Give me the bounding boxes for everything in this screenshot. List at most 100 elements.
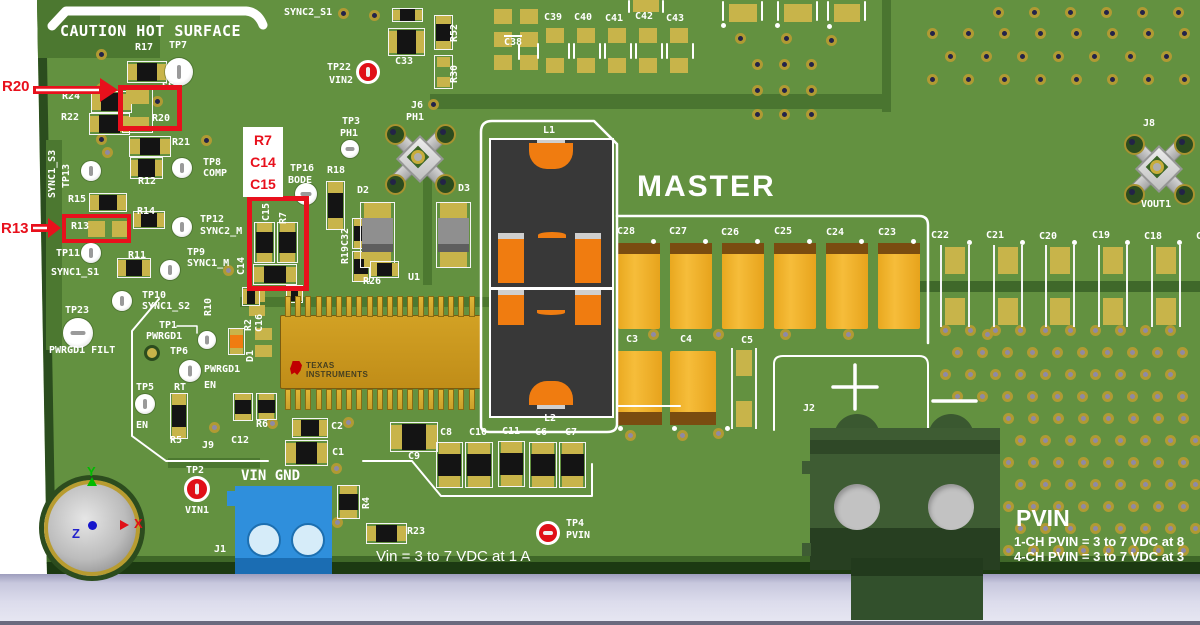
silkscreen-label: R18 <box>327 165 346 176</box>
via <box>1077 500 1089 512</box>
electrolytic-capacitor <box>722 243 764 329</box>
smd-body <box>295 441 318 465</box>
ti-brand-line2: INSTRUMENTS <box>306 370 369 379</box>
silkscreen-label: SYNC1_S1 <box>51 267 100 278</box>
via <box>939 368 951 380</box>
callout-line: C15 <box>250 176 276 192</box>
connector-pad-hole <box>390 129 396 135</box>
testpoint-slot <box>89 166 93 176</box>
unpopulated-footprint <box>1045 245 1075 327</box>
silkscreen-label: L1 <box>543 125 556 136</box>
via <box>1064 368 1076 380</box>
j2-wire-hole <box>928 484 974 530</box>
copper-trace <box>168 458 260 468</box>
smd-pad <box>390 263 398 276</box>
via <box>1126 346 1138 358</box>
ic-pin <box>407 296 414 317</box>
ic-pin <box>438 389 444 410</box>
l2-terminal <box>498 290 524 325</box>
via <box>1076 346 1088 358</box>
silkscreen-label: TP23 <box>65 305 90 316</box>
copper-pad <box>520 32 538 47</box>
annotation-callout-box: R7 C14 C15 <box>243 127 283 197</box>
polarity-dot <box>858 238 864 244</box>
silkscreen-label: R22 <box>61 112 80 123</box>
ti-logo-icon <box>290 361 302 375</box>
ic-pin <box>387 389 393 410</box>
copper-pad <box>494 9 512 24</box>
via <box>751 84 763 96</box>
via <box>1152 500 1164 512</box>
via <box>1051 390 1063 402</box>
pvin-spec-line1: 1-CH PVIN = 3 to 7 VDC at 8 <box>1014 534 1185 549</box>
vin-spec-text: Vin = 3 to 7 VDC at 1 A <box>376 548 531 565</box>
silkscreen-label: R17 <box>135 42 154 53</box>
silkscreen-label: C5 <box>741 335 754 346</box>
via <box>1177 544 1189 556</box>
through-hole-pad <box>144 345 160 361</box>
via <box>1028 6 1040 18</box>
silkscreen-label: R6 <box>256 419 269 430</box>
smd-pad <box>153 159 162 177</box>
silkscreen-label: R26 <box>363 276 382 287</box>
via <box>1052 50 1064 62</box>
smd-pad <box>316 442 327 464</box>
unpopulated-footprint <box>574 27 598 74</box>
smd-body <box>255 232 274 253</box>
via <box>1151 390 1163 402</box>
silkscreen-label: R11 <box>128 250 147 261</box>
electrolytic-capacitor <box>774 243 816 329</box>
via <box>1014 368 1026 380</box>
axis-z-origin-icon <box>88 521 97 530</box>
via <box>151 95 163 107</box>
ic-pin <box>417 389 424 410</box>
capacitor-band <box>878 243 920 254</box>
silkscreen-label: R12 <box>138 176 157 187</box>
via <box>1101 346 1113 358</box>
silkscreen-label: TP9 <box>187 247 206 258</box>
silkscreen-label: PWRGD1 <box>204 364 241 375</box>
ic-pin <box>366 389 373 410</box>
smd-pad <box>279 251 296 262</box>
test-point <box>179 360 201 382</box>
silkscreen-label: R14 <box>137 206 156 217</box>
smd-body <box>141 212 157 228</box>
via <box>951 346 963 358</box>
silkscreen-label: J8 <box>1143 118 1156 129</box>
via <box>1089 434 1101 446</box>
smd-body <box>290 286 299 302</box>
polarity-dot <box>724 425 730 431</box>
silkscreen-label: C1 <box>332 447 345 458</box>
via <box>939 324 951 336</box>
via <box>1034 27 1046 39</box>
silkscreen-label: PWRGD1 FILT <box>49 345 116 356</box>
via <box>1152 412 1164 424</box>
smd-component <box>253 264 297 285</box>
smd-pad <box>354 273 368 281</box>
smd-component <box>292 418 328 438</box>
smd-component <box>436 202 471 268</box>
silkscreen-label: TP7 <box>169 40 188 51</box>
testpoint-slot <box>120 296 124 306</box>
annotation-r20-label: R20 <box>2 78 30 95</box>
smd-pad <box>391 425 403 449</box>
smd-component <box>434 15 453 50</box>
via <box>1127 456 1139 468</box>
smd-body <box>171 404 187 428</box>
silkscreen-label: C17 <box>1196 231 1200 242</box>
via <box>805 84 817 96</box>
via <box>1178 27 1190 39</box>
via <box>1178 73 1190 85</box>
via <box>1189 522 1200 534</box>
silkscreen-label: C6 <box>535 427 548 438</box>
via <box>1052 412 1064 424</box>
via <box>1142 27 1154 39</box>
ic-pin <box>417 296 424 317</box>
silkscreen-label: TP12 <box>200 214 225 225</box>
via <box>780 32 792 44</box>
via <box>1001 390 1013 402</box>
ic-pin <box>468 296 475 317</box>
test-point <box>198 331 216 349</box>
ic-pin <box>305 389 312 410</box>
via <box>1139 478 1151 490</box>
